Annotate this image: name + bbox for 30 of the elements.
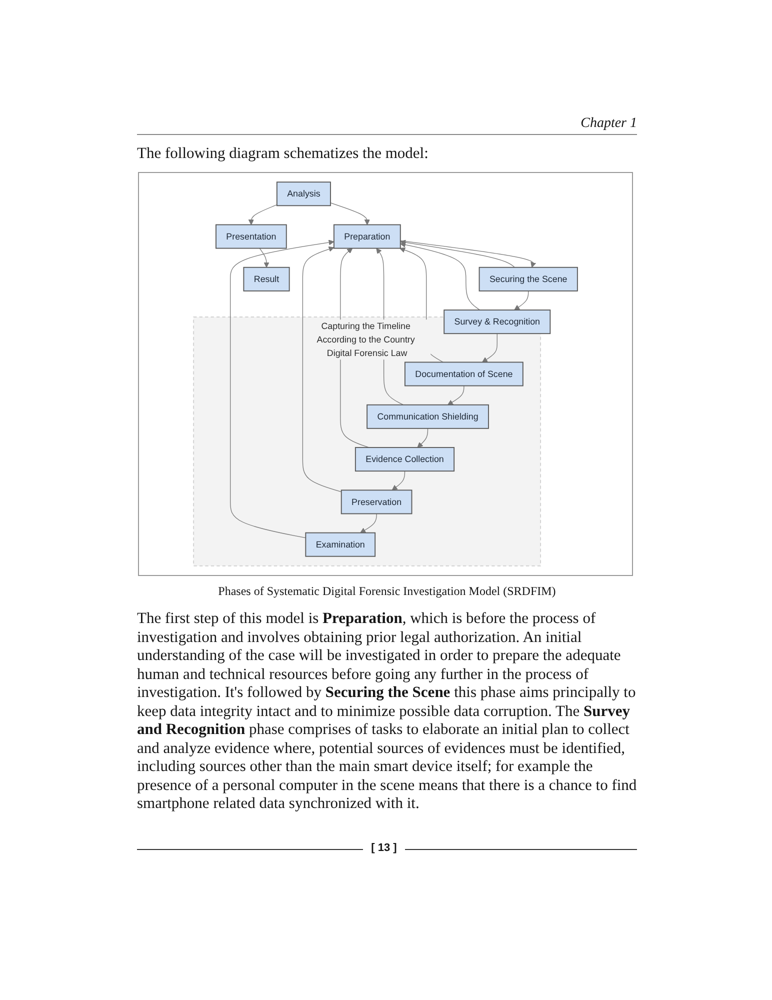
arrow <box>302 246 342 492</box>
node-box <box>333 224 401 249</box>
arrow <box>447 385 464 406</box>
node-box <box>340 490 412 514</box>
arrow <box>259 248 270 268</box>
arrow <box>392 470 406 490</box>
arrow <box>482 333 498 362</box>
node-box <box>478 266 578 292</box>
node-box <box>243 266 290 292</box>
intro-text: The following diagram schematizes the model: <box>137 144 428 163</box>
running-header: Chapter 1 <box>580 116 637 132</box>
node-box <box>216 224 287 249</box>
arrow <box>330 202 370 225</box>
node-box <box>404 362 524 386</box>
arrow <box>248 204 278 225</box>
arrow <box>230 240 334 538</box>
arrow <box>400 240 515 268</box>
figure-caption: Phases of Systematic Digital Forensic Investigation Model (SRDFIM) <box>217 584 557 599</box>
node-box <box>354 447 455 472</box>
arrow <box>400 242 480 310</box>
arrow <box>400 240 536 268</box>
node-box <box>366 404 489 429</box>
body-paragraph: The first step of this model is Preparation, which is before the process of investigation and involves obtaining prior legal authorization. An initial understanding of the case will be investigated in order to prepare the adequate human and technical resources before going any further in the process of investigation. It's followed by Securing the Scene this phase aims principally to keep data integrity intact and to minimize possible data corruption. The Survey and Recognition phase comprises of tasks to elaborate an initial plan to collect and analyze evidence where, potential sources of evidences must be identified, including sources other than the main smart device itself; for example the presence of a personal computer in the scene means that there is a chance to find smartphone related data synchronized with it. <box>137 610 637 814</box>
node-box <box>276 182 331 206</box>
arrow <box>360 513 377 534</box>
arrow <box>514 290 529 310</box>
node-box <box>444 310 551 334</box>
arrow <box>417 428 428 448</box>
page-number: [ 13 ] <box>370 841 398 855</box>
cluster <box>193 316 542 566</box>
